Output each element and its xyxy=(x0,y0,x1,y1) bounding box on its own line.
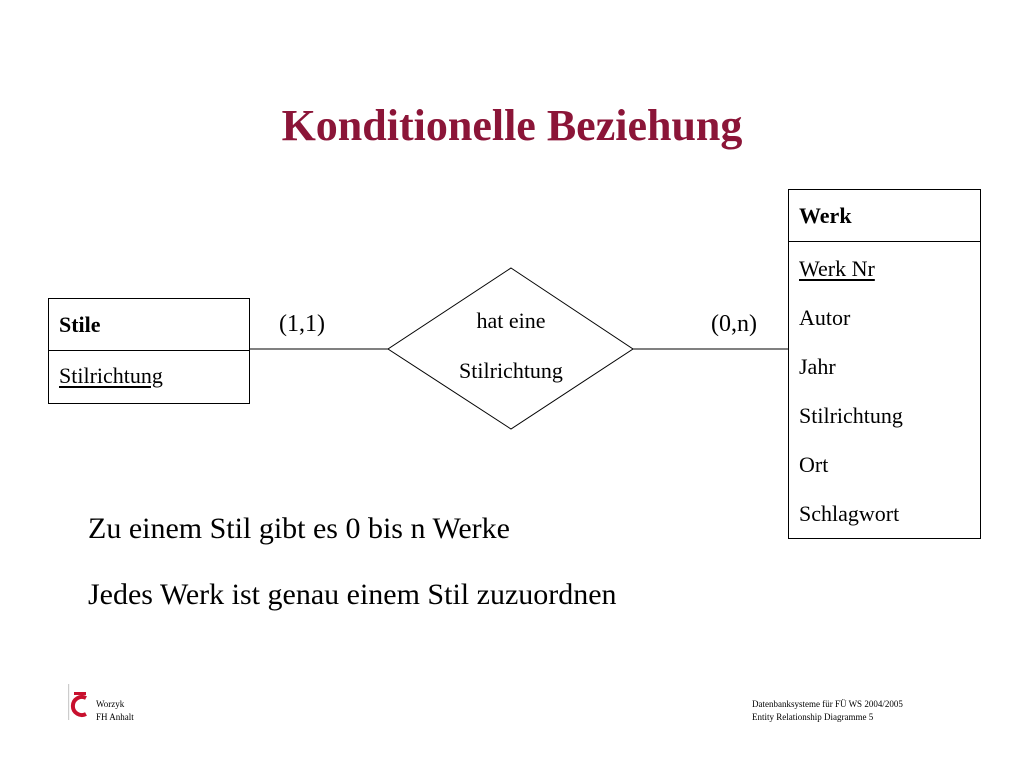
entity-werk-attribute: Autor xyxy=(799,305,851,330)
cardinality-right: (0,n) xyxy=(711,311,757,337)
entity-stile-primary-key: Stilrichtung xyxy=(59,363,163,388)
relationship-label-line2: Stilrichtung xyxy=(459,358,563,383)
entity-werk-attribute: Stilrichtung xyxy=(799,403,903,428)
footer-author: Worzyk xyxy=(96,699,125,709)
cardinality-left: (1,1) xyxy=(279,311,325,337)
page-title: Konditionelle Beziehung xyxy=(281,101,743,150)
entity-werk: Werk Werk Nr Autor Jahr Stilrichtung Ort… xyxy=(788,189,981,539)
entity-werk-attribute: Schlagwort xyxy=(799,501,900,526)
entity-werk-attribute: Ort xyxy=(799,452,829,477)
statement-1: Zu einem Stil gibt es 0 bis n Werke xyxy=(88,512,510,545)
relationship-label-line1: hat eine xyxy=(476,308,546,333)
footer-right: Datenbanksysteme für FÜ WS 2004/2005 Ent… xyxy=(752,698,903,724)
entity-werk-attribute: Jahr xyxy=(799,354,836,379)
statement-2: Jedes Werk ist genau einem Stil zuzuordn… xyxy=(88,578,617,611)
relationship-label: hat eine Stilrichtung xyxy=(431,308,591,384)
relationship-diamond xyxy=(387,267,634,430)
fh-anhalt-logo xyxy=(68,684,87,720)
entity-stile: Stile Stilrichtung xyxy=(48,298,250,404)
entity-werk-primary-key: Werk Nr xyxy=(799,256,875,281)
footer-institution: FH Anhalt xyxy=(96,712,134,722)
entity-stile-name: Stile xyxy=(49,299,249,351)
entity-werk-name: Werk xyxy=(789,190,980,242)
footer-course: Datenbanksysteme für FÜ WS 2004/2005 xyxy=(752,699,903,709)
footer-left: Worzyk FH Anhalt xyxy=(96,698,134,724)
footer-slide: Entity Relationship Diagramme 5 xyxy=(752,712,874,722)
